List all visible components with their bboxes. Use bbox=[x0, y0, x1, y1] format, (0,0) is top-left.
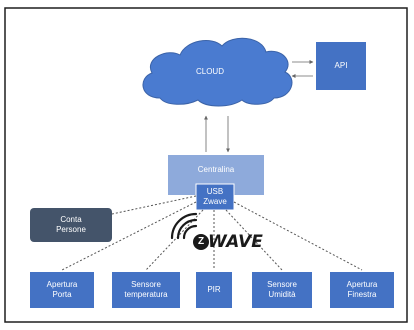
connector-group bbox=[61, 195, 363, 271]
sensor-node-humidity bbox=[252, 272, 312, 308]
usb-zwave-node bbox=[195, 183, 235, 211]
zwave-logo-letter: Z bbox=[197, 236, 205, 247]
sensor-node-temperature bbox=[112, 272, 180, 308]
sensor-label-pir: PIR bbox=[207, 285, 221, 294]
sensor-label-window: Apertura Finestra bbox=[346, 280, 378, 299]
hub-label: Centralina bbox=[197, 165, 235, 174]
sensor-label-door: Apertura Porta bbox=[46, 280, 78, 299]
api-node bbox=[316, 42, 366, 90]
zwave-logo-text: WAVE bbox=[208, 232, 263, 252]
zwave-z-badge bbox=[193, 234, 209, 250]
people-counter-node bbox=[30, 208, 112, 242]
api-label: API bbox=[334, 61, 348, 70]
zwave-logo-icon bbox=[170, 212, 198, 240]
sensor-node-pir bbox=[196, 272, 232, 308]
sensor-node-window bbox=[330, 272, 394, 308]
zwave-arc-inner bbox=[182, 224, 198, 240]
sensor-label-humidity: Sensore Umidità bbox=[267, 280, 297, 299]
cloud-shape bbox=[142, 37, 293, 107]
connector-sensor-humidity bbox=[225, 209, 283, 271]
sensor-node-door bbox=[30, 272, 94, 308]
sensor-label-temperature: Sensore temperatura bbox=[124, 280, 168, 299]
connector-sensor-window bbox=[233, 201, 363, 271]
usb-zwave-label: USB Zwave bbox=[203, 187, 227, 206]
cloud-label: CLOUD bbox=[195, 67, 224, 76]
zwave-arc-middle bbox=[176, 218, 198, 240]
connector-sensor-door bbox=[61, 201, 197, 271]
zwave-arc-outer bbox=[170, 212, 198, 240]
people-counter-label: Conta Persone bbox=[56, 215, 86, 234]
